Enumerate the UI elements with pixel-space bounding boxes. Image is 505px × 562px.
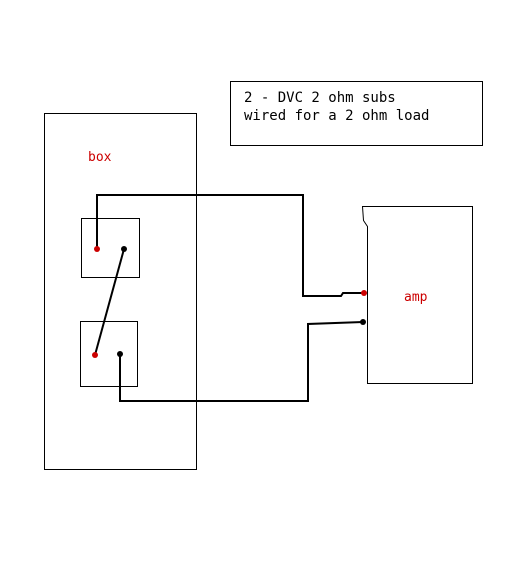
- sub1-positive-terminal: [94, 246, 100, 252]
- sub2-positive-terminal: [92, 352, 98, 358]
- enclosure-box: [44, 113, 197, 470]
- negative-wire: [119, 321, 364, 402]
- sub2-negative-terminal: [117, 351, 123, 357]
- box-label: box: [88, 150, 112, 165]
- subwoofer-2: [80, 321, 138, 387]
- note-box: [230, 81, 483, 146]
- amp-negative-terminal: [360, 319, 366, 325]
- positive-wire: [96, 194, 364, 297]
- amp-label: amp: [404, 290, 428, 305]
- note-line-2: wired for a 2 ohm load: [244, 108, 429, 124]
- sub1-negative-terminal: [121, 246, 127, 252]
- amplifier: [361, 206, 473, 384]
- subwoofer-1: [81, 218, 140, 278]
- amp-positive-terminal: [361, 290, 367, 296]
- note-line-1: 2 - DVC 2 ohm subs: [244, 90, 396, 106]
- jumper-wire: [94, 248, 125, 356]
